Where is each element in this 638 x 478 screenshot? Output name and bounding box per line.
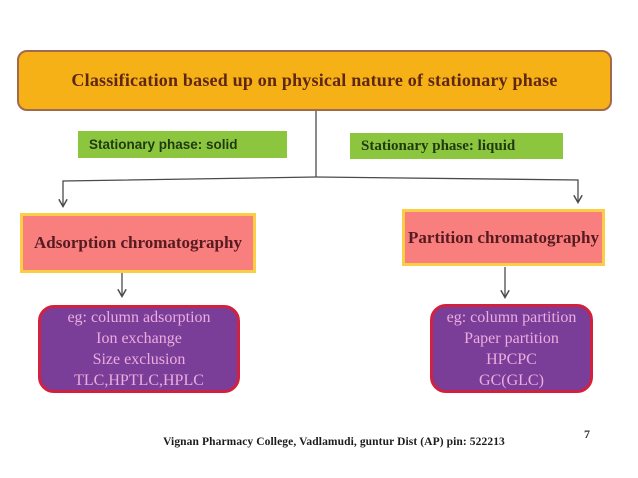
example-line: Size exclusion bbox=[92, 351, 186, 368]
footer-college-text: Vignan Pharmacy College, Vadlamudi, gunt… bbox=[163, 436, 505, 448]
phase-label-liquid-text: Stationary phase: liquid bbox=[361, 137, 516, 154]
phase-label-solid-text: Stationary phase: solid bbox=[89, 137, 238, 152]
title-text: Classification based up on physical natu… bbox=[71, 70, 558, 90]
slide-page-number: 7 bbox=[584, 427, 590, 441]
example-line: HPCPC bbox=[486, 350, 537, 368]
node-partition-chromatography: Partition chromatography bbox=[402, 209, 605, 266]
connector-branch-right bbox=[315, 176, 583, 204]
phase-label-solid: Stationary phase: solid bbox=[78, 131, 287, 158]
node-partition-text: Partition chromatography bbox=[408, 227, 599, 247]
node-adsorption-chromatography: Adsorption chromatography bbox=[20, 213, 256, 273]
example-line: eg: column adsorption bbox=[67, 309, 211, 326]
examples-node-partition: eg: column partition Paper partition HPC… bbox=[430, 304, 593, 393]
example-line: Paper partition bbox=[464, 329, 559, 347]
title-node: Classification based up on physical natu… bbox=[17, 50, 612, 111]
example-line: GC(GLC) bbox=[479, 371, 544, 389]
examples-node-adsorption: eg: column adsorption Ion exchange Size … bbox=[38, 305, 240, 393]
example-line: Ion exchange bbox=[96, 330, 182, 347]
example-line: eg: column partition bbox=[446, 308, 577, 326]
node-adsorption-text: Adsorption chromatography bbox=[34, 233, 242, 252]
phase-label-liquid: Stationary phase: liquid bbox=[350, 133, 563, 159]
example-line: TLC,HPTLC,HPLC bbox=[74, 372, 204, 389]
connector-branch-left bbox=[58, 176, 317, 208]
